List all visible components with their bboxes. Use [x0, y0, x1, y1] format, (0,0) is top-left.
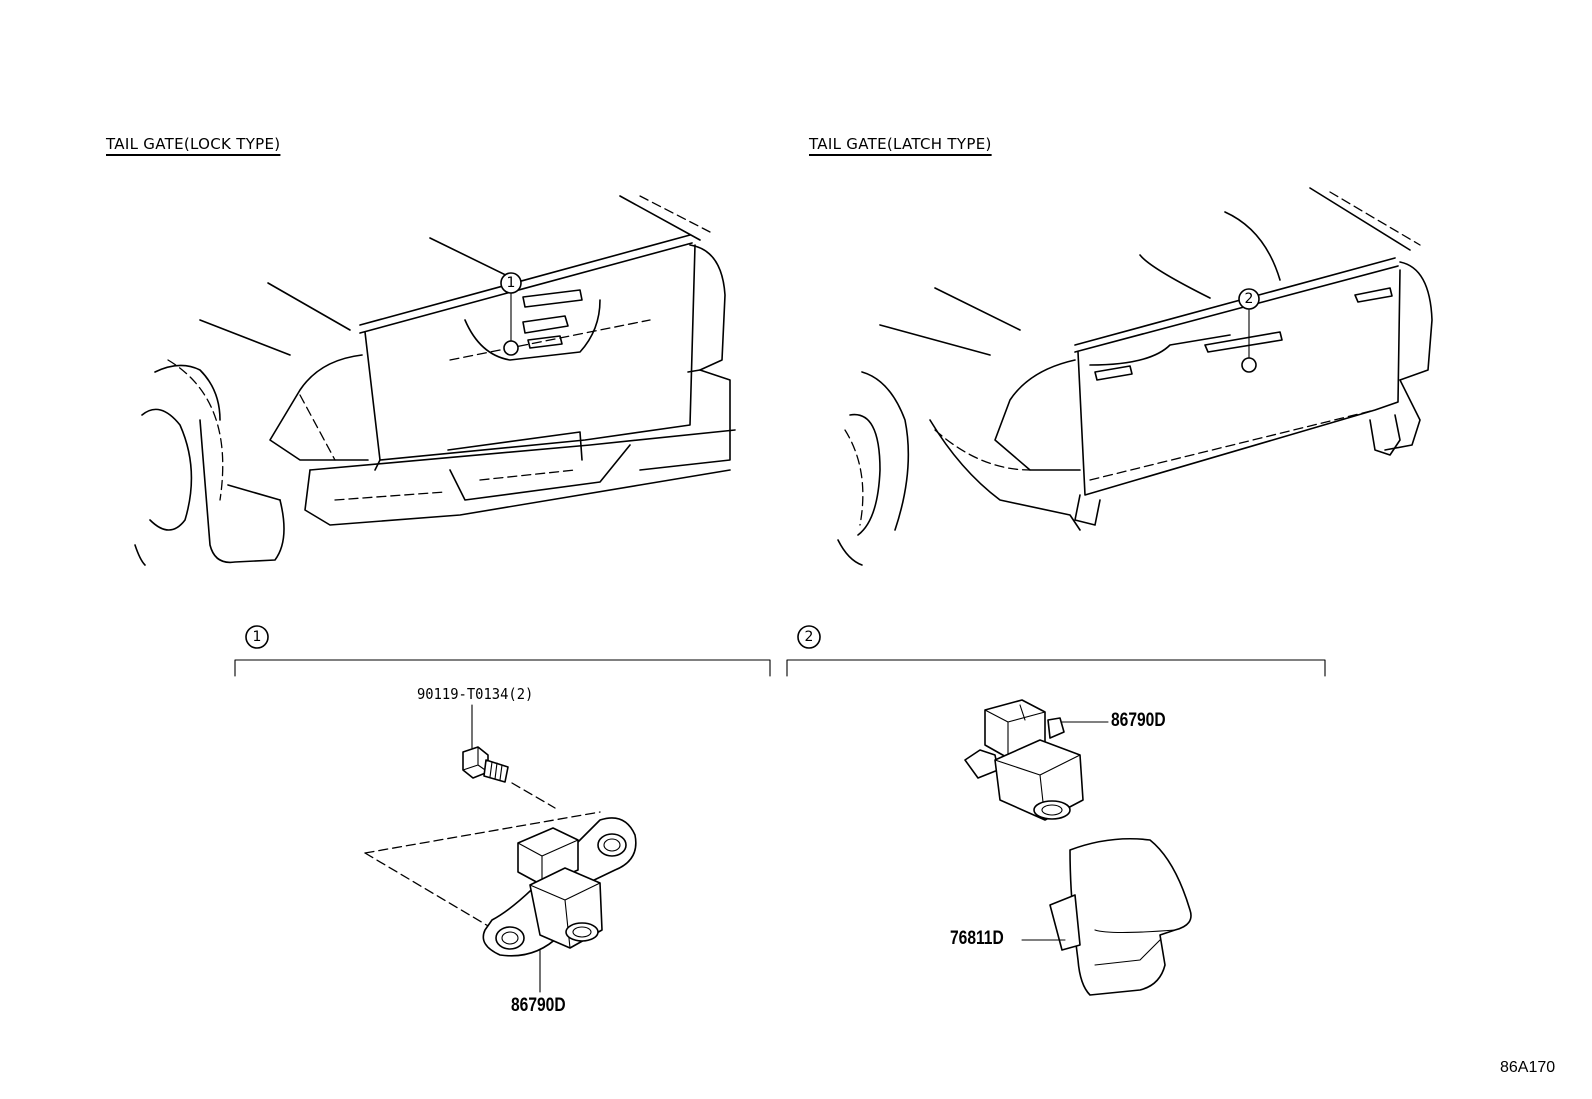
part-number-camera-latch[interactable]: 86790D — [1111, 710, 1166, 731]
callout-2-group: 2 — [804, 629, 814, 645]
truck-lock-type-illustration — [134, 195, 736, 566]
truck-latch-type-illustration — [837, 187, 1433, 566]
callout-2-truck: 2 — [1244, 291, 1254, 307]
section-title-lock-type: TAIL GATE(LOCK TYPE) — [106, 135, 281, 153]
bolt-icon — [462, 704, 509, 783]
group-1-bracket — [234, 625, 771, 677]
camera-cover-icon — [1021, 838, 1192, 996]
callout-1-truck: 1 — [506, 275, 516, 291]
group-2-bracket — [786, 625, 1326, 677]
part-number-bolt[interactable]: 90119-T0134(2) — [417, 685, 534, 703]
diagram-id: 86A170 — [1500, 1059, 1556, 1076]
rear-camera-lock-type — [482, 817, 637, 993]
part-number-camera-cover[interactable]: 76811D — [950, 928, 1004, 949]
rear-camera-latch-type — [964, 699, 1109, 821]
section-title-latch-type: TAIL GATE(LATCH TYPE) — [809, 135, 992, 153]
part-number-camera-lock[interactable]: 86790D — [511, 995, 566, 1016]
callout-1-group: 1 — [252, 629, 262, 645]
